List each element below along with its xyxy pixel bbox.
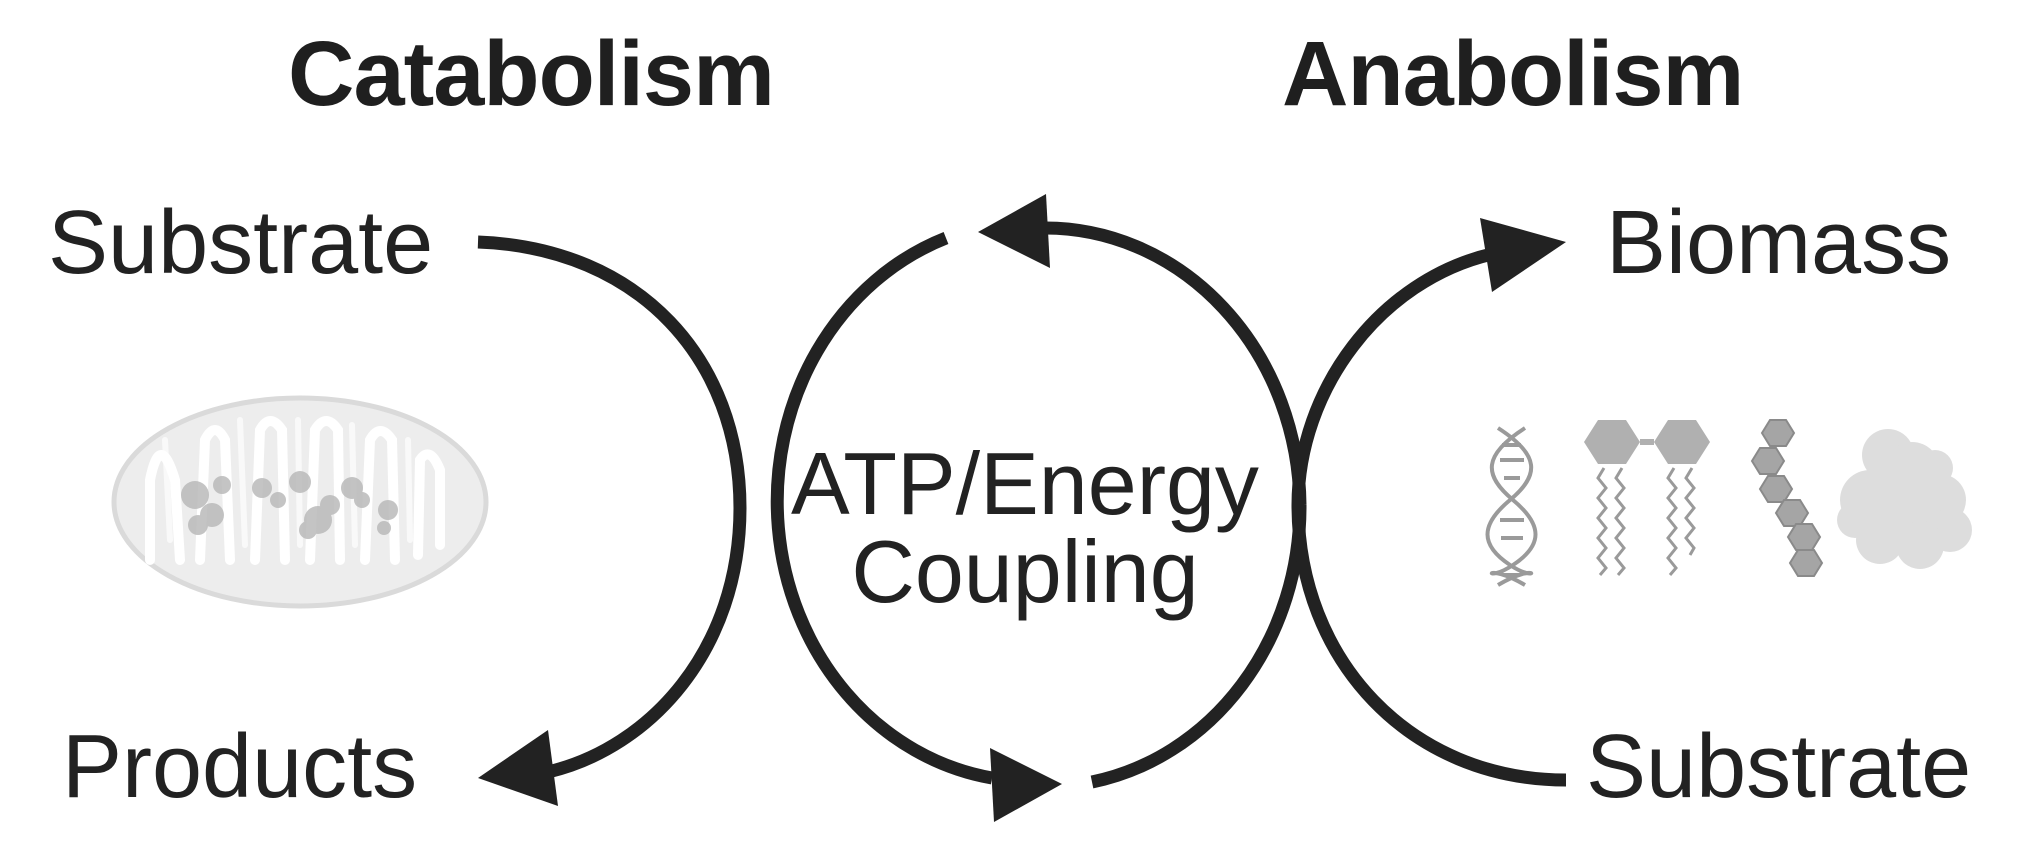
anabolism-biomass-label: Biomass [1606,193,1952,293]
catabolism-heading: Catabolism [288,23,775,125]
protein-icon [1837,429,1972,569]
catabolism-products-label: Products [62,717,418,817]
products-arrowhead [478,730,558,806]
coupling-cycle-right-arc [1090,504,1307,789]
coupling-cycle-top-arc [1041,221,1307,506]
atp-energy-coupling-label: ATP/Energy Coupling [745,440,1305,616]
catabolism-substrate-label: Substrate [48,193,434,293]
phospholipid-icon [1584,420,1710,576]
coupling-bottom-arrowhead [990,748,1062,822]
anabolism-arrow [1291,247,1567,787]
polysaccharide-icon [1750,419,1824,577]
coupling-top-arrowhead [978,194,1050,268]
catabolism-arrow [477,235,747,779]
mitochondrion-icon [111,395,489,609]
anabolism-substrate-label: Substrate [1586,717,1972,817]
anabolism-heading: Anabolism [1282,23,1744,125]
biomass-arrowhead [1480,218,1566,292]
center-line-1: ATP/Energy [791,434,1259,533]
coupling-cycle-left-arc [770,231,994,785]
center-line-2: Coupling [851,522,1199,621]
dna-icon [1485,426,1538,587]
